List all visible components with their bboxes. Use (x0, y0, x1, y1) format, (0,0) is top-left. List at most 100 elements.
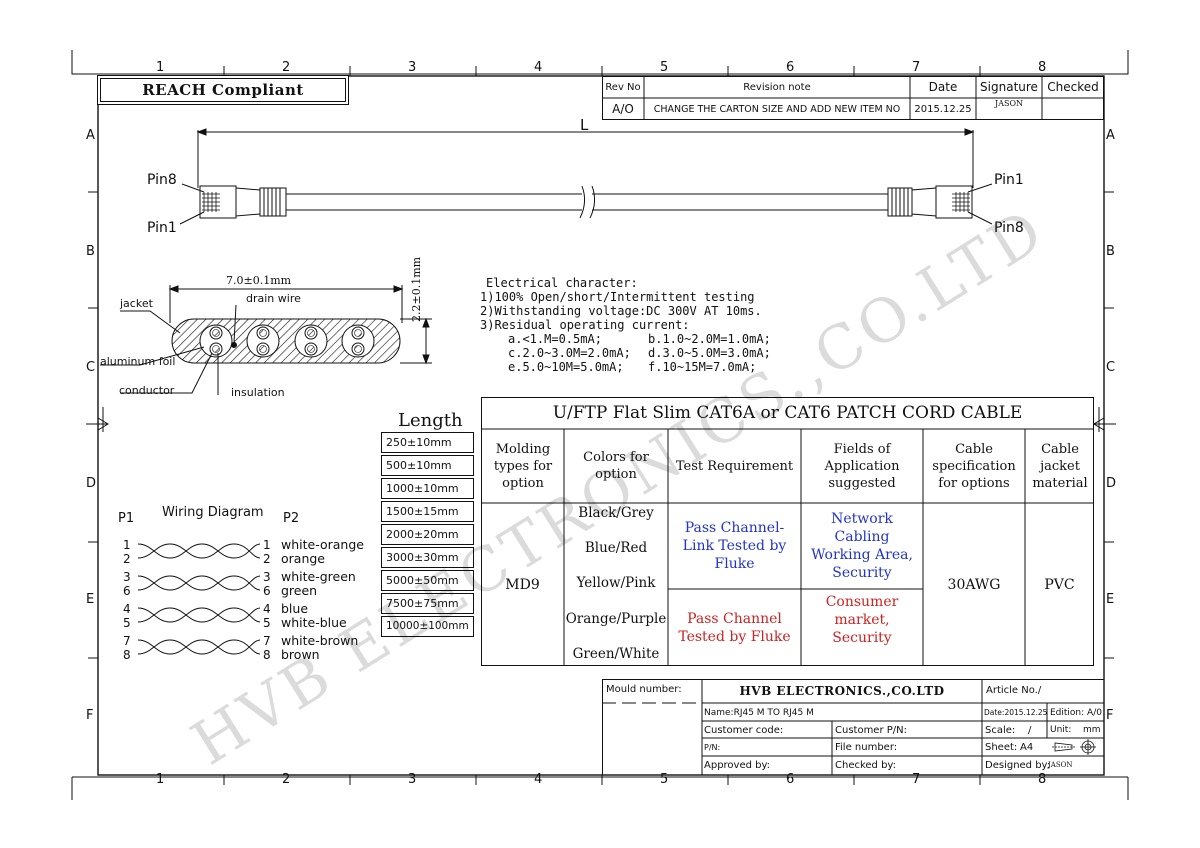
col-label: 8 (1038, 772, 1047, 787)
height-dimension-label: 2.2±0.1mm (410, 256, 423, 322)
wire-color: green (281, 583, 318, 598)
length-item: 1000±10mm (381, 478, 474, 499)
length-item: 3000±30mm (381, 547, 474, 568)
width-dimension-label: 7.0±0.1mm (226, 274, 292, 287)
pin-number: 1 (263, 538, 271, 552)
unit-value: mm (1083, 725, 1101, 735)
length-item: 10000±100mm (381, 616, 474, 637)
color-option: Black/Grey (578, 505, 654, 521)
row-label: D (1106, 476, 1117, 491)
title-date: Date:2015.12.25 (984, 708, 1048, 717)
pin-number: 8 (123, 648, 131, 662)
row-label: C (1106, 360, 1116, 375)
right-pin1-label: Pin1 (994, 172, 1024, 188)
drain-wire-label: drain wire (246, 292, 301, 305)
electrical-line: 3)Residual operating current: (480, 318, 690, 332)
pin-number: 8 (263, 648, 271, 662)
spec-table-title: U/FTP Flat Slim CAT6A or CAT6 PATCH CORD… (552, 403, 1023, 423)
revision-date-value: 2015.12.25 (914, 103, 972, 115)
patch-cord-drawing (179, 128, 993, 225)
customer-code-label: Customer code: (704, 725, 784, 736)
right-pin8-label: Pin8 (994, 220, 1024, 236)
product-name: Name:RJ45 M TO RJ45 M (704, 708, 814, 718)
color-option: Blue/Red (584, 540, 648, 556)
length-dimension-label: L (580, 116, 589, 134)
revision-table: Rev No Revision note Date Signature Chec… (602, 76, 1104, 120)
row-label: B (86, 244, 95, 259)
current-item: b.1.0~2.0M=1.0mA; (648, 332, 771, 346)
edition: Edition: A/0 (1050, 708, 1102, 718)
current-item: c.2.0~3.0M=2.0mA; (508, 346, 631, 360)
signature-header: Signature (980, 80, 1038, 94)
length-item: 500±10mm (381, 455, 474, 476)
revision-table-grid (602, 76, 1104, 120)
left-pin8-label: Pin8 (147, 172, 177, 188)
cable-spec-value: 30AWG (947, 576, 1001, 593)
pin-number: 7 (263, 634, 271, 648)
col-label: 6 (786, 772, 795, 787)
title-block-grid (602, 679, 1104, 775)
pin-number: 2 (123, 552, 131, 566)
row-label: F (86, 708, 94, 723)
unit-label: Unit: (1050, 725, 1072, 735)
insulation-label: insulation (231, 386, 285, 399)
col-label: 1 (156, 772, 165, 787)
length-table: 250±10mm 500±10mm 1000±10mm 1500±15mm 20… (381, 432, 474, 637)
revision-note-header: Revision note (743, 81, 811, 93)
length-table-title: Length (398, 410, 463, 431)
revision-note-value: CHANGE THE CARTON SIZE AND ADD NEW ITEM … (653, 103, 901, 115)
current-item: a.<1.M=0.5mA; (508, 332, 602, 346)
pin-number: 3 (123, 570, 131, 584)
pn-label: P/N: (704, 743, 721, 752)
color-options-list: Black/Grey Blue/Red Yellow/Pink Orange/P… (564, 503, 668, 666)
row-label: E (1106, 592, 1115, 607)
pin-number: 2 (263, 552, 271, 566)
checked-by-label: Checked by: (835, 760, 896, 771)
sheet-label: Sheet: (985, 742, 1018, 753)
col-label: 4 (534, 772, 543, 787)
wire-color: white-green (281, 569, 356, 584)
color-option: Yellow/Pink (576, 575, 656, 591)
revision-checked-value (1042, 98, 1104, 120)
col-label: 4 (534, 60, 543, 75)
pin-number: 4 (263, 602, 271, 616)
molding-value: MD9 (505, 576, 540, 593)
pin-number: 6 (123, 584, 131, 598)
length-item: 1500±15mm (381, 501, 474, 522)
length-item: 7500±75mm (381, 593, 474, 614)
col-label: 7 (912, 772, 921, 787)
current-item: f.10~15M=7.0mA; (648, 360, 757, 374)
col-label: 7 (912, 60, 921, 75)
p2-label: P2 (283, 511, 300, 526)
col-label: 5 (660, 772, 669, 787)
cable-cross-section (100, 285, 432, 395)
article-no-label: Article No./ (986, 685, 1042, 696)
twisted-pair-diagram (137, 543, 261, 655)
pin-number: 7 (123, 634, 131, 648)
projection-symbol-icon (1052, 739, 1096, 755)
col-label: 3 (408, 772, 417, 787)
row-label: A (86, 128, 95, 143)
electrical-title: Electrical character: (486, 276, 638, 290)
wire-color: blue (281, 601, 309, 616)
length-item: 2000±20mm (381, 524, 474, 545)
column-labels-top: 1 2 3 4 5 6 7 8 (0, 60, 1200, 76)
current-item: e.5.0~10M=5.0mA; (508, 360, 624, 374)
wire-color: white-orange (281, 537, 364, 552)
row-label: D (86, 476, 97, 491)
row-labels-right: A B C D E F (1106, 0, 1120, 848)
current-item: d.3.0~5.0M=3.0mA; (648, 346, 771, 360)
approved-by-label: Approved by: (704, 760, 771, 771)
col-label: 8 (1038, 60, 1047, 75)
spec-header: Cable specification for options (932, 441, 1016, 491)
electrical-line: 2)Withstanding voltage:DC 300V AT 10ms. (480, 304, 762, 318)
spec-table: U/FTP Flat Slim CAT6A or CAT6 PATCH CORD… (481, 397, 1094, 666)
customer-pn-label: Customer P/N: (835, 725, 908, 736)
rev-no-header: Rev No (605, 81, 641, 93)
col-label: 5 (660, 60, 669, 75)
electrical-character-block: Electrical character: 1)100% Open/short/… (480, 276, 771, 374)
col-label: 6 (786, 60, 795, 75)
wire-colors: white-orange orange white-green green bl… (281, 538, 364, 662)
checked-header: Checked (1047, 80, 1099, 94)
company-name: HVB ELECTRONICS.,CO.LTD (739, 684, 945, 698)
